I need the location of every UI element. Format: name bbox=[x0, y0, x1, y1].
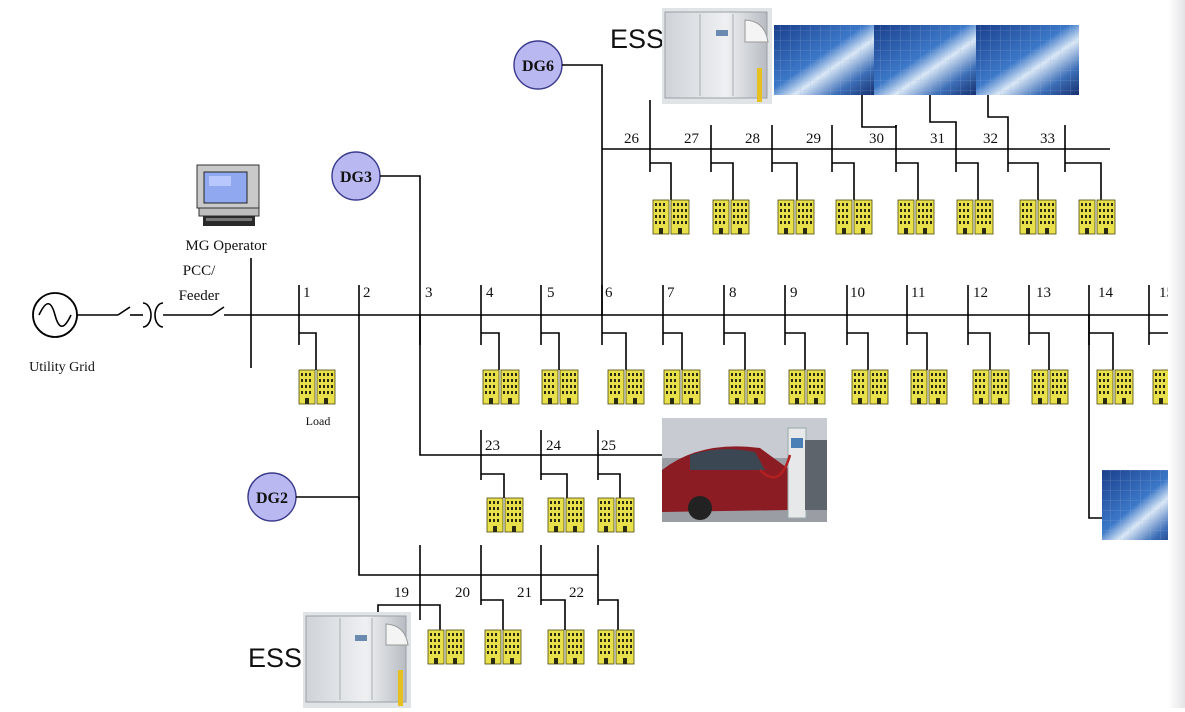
dg3-label: DG3 bbox=[340, 169, 372, 186]
pcc-label-line1: PCC/ bbox=[183, 263, 216, 279]
bus-label: 20 bbox=[455, 585, 470, 601]
load-building-icon bbox=[541, 369, 579, 405]
bus-label: 32 bbox=[983, 131, 998, 147]
bus-label: 2 bbox=[363, 285, 371, 301]
bus-label: 10 bbox=[850, 285, 865, 301]
load-building-icon bbox=[597, 497, 635, 533]
load-building-icon bbox=[484, 629, 522, 665]
load-building-icon bbox=[851, 369, 889, 405]
grid-breaker-icon bbox=[77, 306, 143, 316]
ess-label-top: ESS bbox=[610, 24, 664, 54]
page-edge-shadow bbox=[1168, 0, 1185, 708]
load-building-icon bbox=[597, 629, 635, 665]
load-building-icon bbox=[482, 369, 520, 405]
bus-label: 11 bbox=[911, 285, 925, 301]
main-bus-labels: 1 2 3 4 5 6 7 8 9 10 11 12 13 14 15 bbox=[303, 285, 1174, 301]
load-building-icon bbox=[835, 199, 873, 235]
load-building-icon bbox=[728, 369, 766, 405]
load-building-icon bbox=[956, 199, 994, 235]
branch-26-33-ticks bbox=[649, 125, 1066, 172]
dg3-connector bbox=[380, 175, 421, 228]
transformer-icon bbox=[142, 302, 164, 328]
dg6-label: DG6 bbox=[522, 58, 554, 75]
energy-storage-container-photo bbox=[662, 8, 772, 104]
bus-label: 8 bbox=[729, 285, 737, 301]
load-building-icon bbox=[427, 629, 465, 665]
bus-label: 3 bbox=[425, 285, 433, 301]
computer-icon bbox=[196, 164, 260, 226]
load-building-icon bbox=[1078, 199, 1116, 235]
bus-label: 24 bbox=[546, 438, 562, 454]
bus-label: 5 bbox=[547, 285, 555, 301]
load-building-icon bbox=[777, 199, 815, 235]
pcc-breaker-icon bbox=[163, 306, 250, 316]
branch-23-25-line bbox=[419, 315, 663, 456]
load-building-icon bbox=[547, 629, 585, 665]
bus-label: 6 bbox=[605, 285, 613, 301]
dg2-label: DG2 bbox=[256, 490, 288, 507]
bus-label: 13 bbox=[1036, 285, 1051, 301]
load-building-icon bbox=[607, 369, 645, 405]
energy-storage-container-photo bbox=[303, 612, 411, 708]
main-bus-ticks bbox=[298, 228, 1150, 500]
load-building-icon bbox=[1019, 199, 1057, 235]
dg3-generator-icon: DG3 bbox=[331, 151, 381, 201]
branch-19-22-line bbox=[358, 497, 598, 576]
bus-label: 30 bbox=[869, 131, 884, 147]
bus-label: 31 bbox=[930, 131, 945, 147]
bus-label: 33 bbox=[1040, 131, 1055, 147]
dg2-generator-icon: DG2 bbox=[247, 472, 297, 522]
utility-grid-label: Utility Grid bbox=[29, 360, 95, 375]
bus-label: 26 bbox=[624, 131, 640, 147]
bus-label: 14 bbox=[1098, 285, 1114, 301]
ev-charging-photo bbox=[662, 418, 827, 522]
bus14-solar-connector bbox=[1088, 315, 1102, 519]
load-building-icon bbox=[788, 369, 826, 405]
load-building-icon bbox=[652, 199, 690, 235]
load-label: Load bbox=[306, 414, 331, 428]
load-building-icon bbox=[486, 497, 524, 533]
branch-23-25-ticks bbox=[480, 430, 599, 480]
pcc-label-line2: Feeder bbox=[179, 288, 220, 304]
ess-label-bottom: ESS bbox=[248, 643, 302, 673]
bus-label: 19 bbox=[394, 585, 409, 601]
load-building-icon bbox=[1096, 369, 1134, 405]
bus-label: 27 bbox=[684, 131, 700, 147]
dg6-generator-icon: DG6 bbox=[513, 40, 563, 90]
main-load-connectors bbox=[299, 332, 1171, 370]
dg6-connector bbox=[562, 64, 603, 315]
main-loads bbox=[298, 369, 1185, 405]
bus-label: 7 bbox=[667, 285, 675, 301]
load-building-icon bbox=[972, 369, 1010, 405]
bus-label: 23 bbox=[485, 438, 500, 454]
utility-grid-source-icon bbox=[32, 292, 78, 338]
branch-19-22-ticks bbox=[419, 545, 599, 620]
load-building-icon bbox=[663, 369, 701, 405]
load-building-icon bbox=[897, 199, 935, 235]
load-building-icon bbox=[910, 369, 948, 405]
bus-label: 28 bbox=[745, 131, 760, 147]
load-building-icon bbox=[298, 369, 336, 405]
load-building-icon bbox=[547, 497, 585, 533]
solar-panel-photo bbox=[774, 25, 1079, 95]
load-building-icon bbox=[712, 199, 750, 235]
bus-label: 21 bbox=[517, 585, 532, 601]
bus-label: 4 bbox=[486, 285, 494, 301]
bus-label: 9 bbox=[790, 285, 798, 301]
bus-label: 25 bbox=[601, 438, 616, 454]
operator-label: MG Operator bbox=[185, 238, 266, 254]
load-building-icon bbox=[1031, 369, 1069, 405]
bus-label: 12 bbox=[973, 285, 988, 301]
bus-label: 29 bbox=[806, 131, 821, 147]
bus-label: 22 bbox=[569, 585, 584, 601]
bus-label: 1 bbox=[303, 285, 311, 301]
